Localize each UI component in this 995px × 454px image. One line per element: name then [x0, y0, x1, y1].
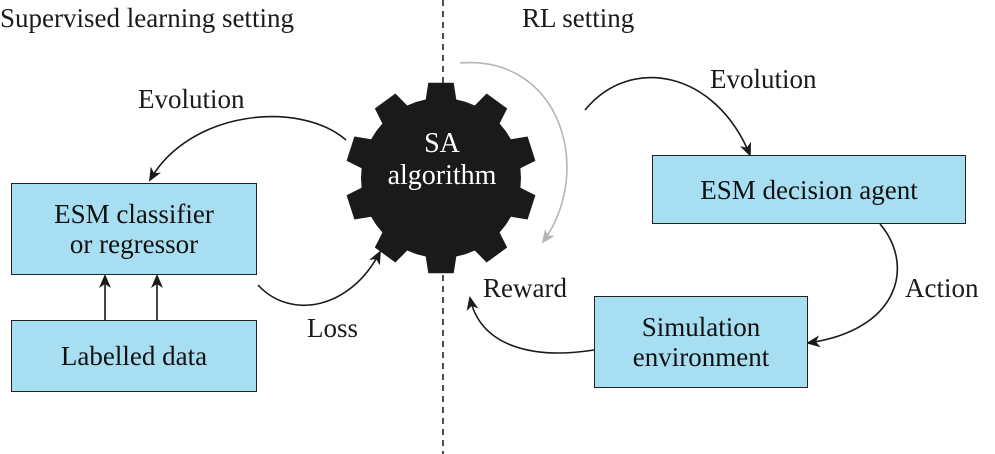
reward-arrow: [466, 296, 595, 354]
evolution-label-right: Evolution: [710, 64, 817, 94]
right-section-title: RL setting: [522, 3, 635, 33]
action-arrow: [806, 223, 899, 348]
esm-agent-label: ESM decision agent: [700, 174, 918, 205]
labelled-data-label: Labelled data: [60, 341, 208, 371]
loss-label: Loss: [307, 313, 359, 343]
evolution-arrow-right: [584, 76, 751, 157]
reward-label: Reward: [483, 273, 567, 303]
left-section-title: Supervised learning setting: [0, 3, 294, 33]
esm-agent-box: ESM decision agent: [652, 155, 966, 224]
classifier-box-line1: ESM classifier: [54, 199, 214, 229]
loss-arrow: [257, 250, 381, 306]
evolution-label-left: Evolution: [138, 84, 245, 114]
classifier-box: ESM classifier or regressor: [11, 183, 257, 275]
simulation-env-line1: Simulation: [641, 312, 761, 342]
evolution-arrow-left: [149, 115, 347, 182]
gear-label-line2: algorithm: [387, 160, 497, 191]
gray-arrow: [459, 61, 568, 244]
simulation-env-box: Simulation environment: [594, 296, 808, 388]
gear-icon: [346, 82, 536, 274]
gear-label-line1: SA: [424, 128, 460, 159]
action-label: Action: [905, 273, 979, 303]
classifier-box-line2: or regressor: [69, 229, 199, 259]
simulation-env-line2: environment: [632, 342, 770, 372]
gear-label: SA algorithm: [352, 128, 532, 192]
labelled-data-box: Labelled data: [11, 320, 257, 392]
